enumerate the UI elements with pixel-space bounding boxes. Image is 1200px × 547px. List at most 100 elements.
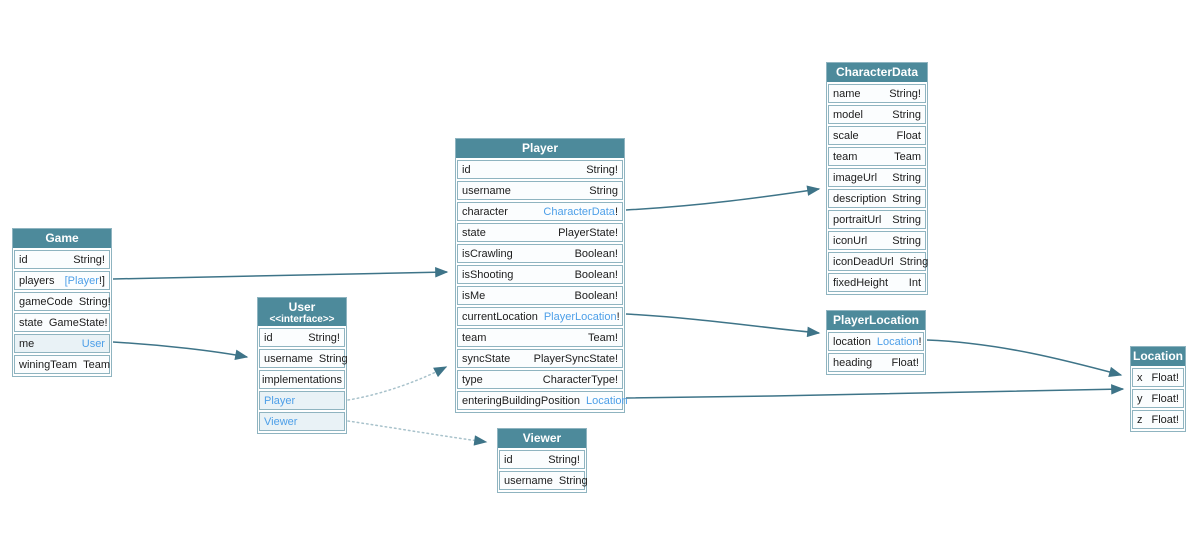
- field-type-link[interactable]: User: [81, 337, 105, 350]
- field-name: imageUrl: [833, 171, 878, 184]
- field-type-text: String!: [73, 253, 105, 266]
- field-type: String: [892, 214, 921, 226]
- field-name: me: [19, 337, 35, 350]
- table-header[interactable]: CharacterData: [827, 63, 927, 82]
- field-row-portraitUrl[interactable]: portraitUrl String: [828, 210, 926, 229]
- field-type: String: [559, 475, 588, 487]
- implementation-type-link[interactable]: Player: [264, 394, 296, 407]
- field-row-id[interactable]: id String!: [14, 250, 110, 269]
- field-type-link[interactable]: PlayerLocation: [543, 310, 617, 323]
- field-name: y: [1137, 392, 1143, 405]
- field-type: String: [900, 256, 929, 268]
- field-row-iconDeadUrl[interactable]: iconDeadUrl String: [828, 252, 929, 271]
- field-row-syncState[interactable]: syncState PlayerSyncState!: [457, 349, 623, 368]
- implementation-type-link[interactable]: Viewer: [264, 415, 298, 428]
- table-header[interactable]: PlayerLocation: [827, 311, 925, 330]
- field-type-text: PlayerSyncState!: [533, 352, 618, 365]
- implementation-row-Viewer[interactable]: Viewer: [259, 412, 345, 431]
- section-row-implementations: implementations: [259, 370, 345, 389]
- implementation-row-Player[interactable]: Player: [259, 391, 345, 410]
- table-header[interactable]: User<<interface>>: [258, 298, 346, 326]
- field-type: Team: [83, 359, 110, 371]
- field-type: GameState!: [49, 317, 108, 329]
- field-name: username: [462, 184, 511, 197]
- table-title: Viewer: [522, 431, 562, 445]
- field-type-link[interactable]: Location: [876, 335, 919, 348]
- arrow-Player.character-to-CharacterData: [625, 185, 821, 211]
- field-type-text: Team: [83, 358, 110, 371]
- field-row-players[interactable]: players[Player!]: [14, 271, 110, 290]
- field-name: portraitUrl: [833, 213, 882, 226]
- field-type-text: String: [899, 255, 929, 268]
- table-title: Player: [521, 141, 559, 155]
- field-type-text: String!: [889, 87, 921, 100]
- field-type: Boolean!: [575, 248, 618, 260]
- field-type: String!: [548, 454, 580, 466]
- arrow-PlayerLocation.location-to-Location: [926, 339, 1123, 378]
- arrow-Player.enteringBuildingPosition-to-Location: [625, 384, 1125, 399]
- field-type-text: !: [616, 310, 620, 323]
- field-type-text: String!: [548, 453, 580, 466]
- table-header[interactable]: Location: [1131, 347, 1185, 366]
- arrow-User.Player-to-Player: [347, 366, 448, 401]
- field-type-text: Boolean!: [574, 289, 618, 302]
- table-header[interactable]: Game: [13, 229, 111, 248]
- field-type: String: [892, 193, 921, 205]
- field-name: id: [19, 253, 28, 266]
- field-name: syncState: [462, 352, 511, 365]
- field-type-text: Float!: [891, 356, 919, 369]
- field-type-text: Int: [908, 276, 921, 289]
- field-type-link[interactable]: [Player: [64, 274, 99, 287]
- field-type-link[interactable]: Location: [586, 394, 628, 407]
- field-type-link[interactable]: CharacterData: [543, 205, 615, 218]
- field-type: PlayerLocation!: [544, 311, 620, 323]
- field-type: User: [82, 338, 105, 350]
- field-type: Float: [897, 130, 921, 142]
- field-row-me[interactable]: me User: [14, 334, 110, 353]
- table-header[interactable]: Viewer: [498, 429, 586, 448]
- field-name: iconDeadUrl: [833, 255, 894, 268]
- field-type-text: Float!: [1151, 413, 1179, 426]
- table-header[interactable]: Player: [456, 139, 624, 158]
- field-type-text: !: [614, 205, 618, 218]
